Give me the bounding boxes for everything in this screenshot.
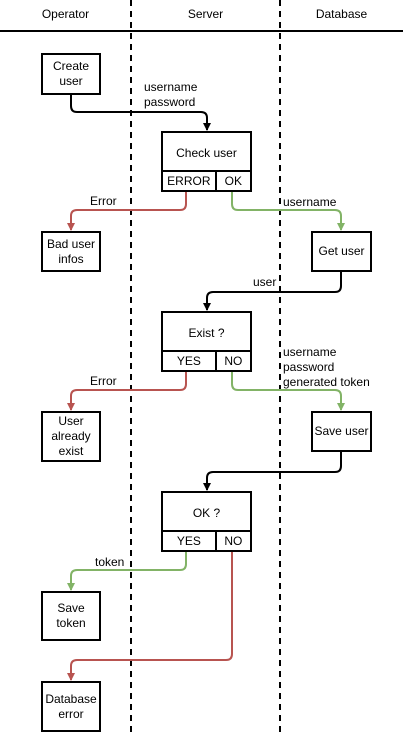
decision-question: Check user (176, 145, 237, 160)
decision-check-user: Check user ERROR OK (161, 131, 252, 192)
edge-label-error: Error (90, 194, 117, 208)
decision-question: OK ? (192, 505, 221, 520)
edge-ok-to-getuser (231, 192, 345, 231)
node-create-user: Create user (41, 53, 101, 95)
edge-label-user: user (253, 275, 277, 289)
edge-label-token: token (95, 555, 125, 569)
node-save-token: Save token (41, 591, 101, 641)
edge-yes-to-savetoken (67, 552, 187, 591)
edge-getuser-to-exist (203, 272, 342, 311)
edge-label-error: Error (90, 374, 117, 388)
column-header-database: Database (315, 7, 368, 21)
edge-label-username: username (283, 195, 337, 209)
node-bad-user-infos: Bad user infos (41, 231, 101, 272)
option-error: ERROR (167, 174, 211, 188)
decision-ok: OK ? YES NO (161, 491, 252, 552)
node-database-error: Database error (41, 681, 101, 732)
option-yes: YES (176, 534, 201, 548)
option-yes: YES (176, 354, 201, 368)
node-get-user: Get user (311, 231, 372, 272)
edge-no-to-dberror (67, 552, 233, 681)
edge-no-to-saveuser (231, 372, 345, 411)
decision-question: Exist ? (188, 325, 225, 340)
option-no: NO (214, 352, 250, 370)
edge-yes-to-exists (67, 372, 187, 411)
decision-exist: Exist ? YES NO (161, 311, 252, 372)
edge-error-to-baduser (67, 192, 187, 231)
column-header-operator: Operator (41, 7, 90, 21)
option-ok: OK (214, 172, 250, 190)
edge-saveuser-to-ok (203, 452, 342, 491)
column-header-server: Server (187, 7, 224, 21)
option-no: NO (214, 532, 250, 550)
node-user-already-exist: User already exist (41, 411, 101, 462)
edge-label-username-password: username password (144, 80, 198, 109)
node-save-user: Save user (311, 411, 372, 452)
edge-label-username-password-token: username password generated token (283, 345, 370, 389)
edge-create-to-check (70, 95, 211, 131)
